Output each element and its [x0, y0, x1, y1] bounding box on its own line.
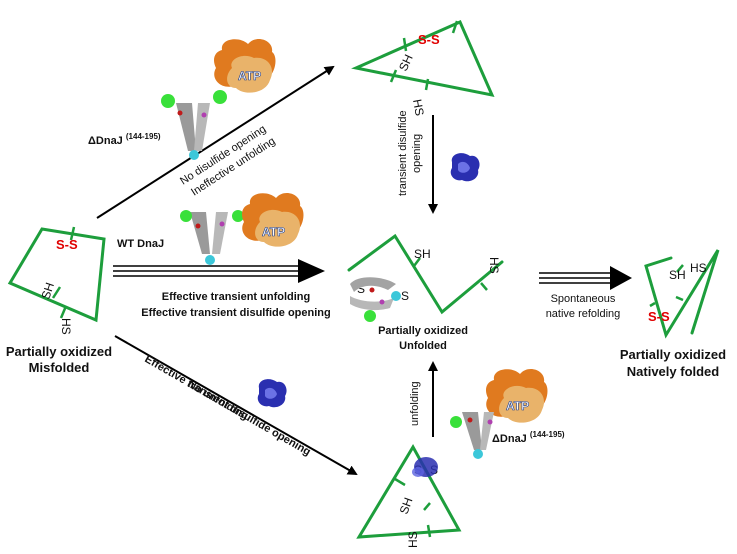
thiol-label: S [357, 282, 365, 296]
thiol-label: SH [397, 496, 416, 516]
thiol-label: HS [406, 531, 420, 548]
thiol-label: SH [396, 52, 416, 73]
top-protein: S-S SH HS [351, 20, 495, 117]
dnaj-bound-icon [350, 277, 401, 322]
up-path-label: unfolding [409, 381, 421, 426]
arrow-refold-path [539, 266, 632, 290]
oxidoreductase-icon [450, 153, 480, 182]
middle-enzyme-label: WT DnaJ [117, 238, 164, 250]
bottom-path-label: No unfolding [186, 378, 251, 422]
disulfide-label: S-S [56, 237, 78, 252]
thiol-label: HS [59, 318, 73, 335]
hsp70-atp-icon: ATP [242, 192, 304, 247]
dnaj-dimer-icon [161, 90, 227, 160]
top-enzyme-label: ΔDnaJ (144-195) [88, 132, 161, 147]
thiol-label: HS [410, 98, 427, 117]
refold-path-label: native refolding [546, 308, 621, 320]
bottom-protein: SH HS S S [356, 443, 462, 548]
arrow-bottom-path [114, 335, 358, 475]
hsp70-atp-icon: ATP [214, 38, 276, 93]
oxidoreductase-icon [257, 379, 287, 408]
state-label-misfolded: Misfolded [29, 360, 90, 375]
native-protein: SH HS S-S [644, 249, 720, 339]
oxidoreductase-icon [412, 457, 438, 477]
arrow-top-path [96, 65, 335, 219]
wt-dnaj-dimer-icon [180, 210, 244, 265]
arrow-middle-path [113, 259, 325, 283]
down-path-label: opening [411, 134, 423, 173]
svg-text:ATP: ATP [506, 399, 529, 413]
middle-path-label: Effective transient unfolding [162, 291, 311, 303]
svg-text:ATP: ATP [238, 69, 261, 83]
disulfide-label: S-S [418, 32, 440, 47]
state-label-unfolded: Unfolded [399, 340, 447, 352]
state-label-unfolded: Partially oxidized [378, 325, 468, 337]
thiol-label: SH [414, 247, 431, 261]
state-label-native: Partially oxidized [620, 347, 726, 362]
state-label-misfolded: Partially oxidized [6, 344, 112, 359]
thiol-label: S [401, 289, 409, 303]
middle-path-label: Effective transient disulfide opening [141, 307, 330, 319]
unfolded-protein: SH HS S S [347, 233, 504, 315]
thiol-label: SH [39, 281, 57, 301]
dnaj-dimer-icon [450, 412, 494, 459]
thiol-label: HS [690, 261, 707, 275]
up-enzyme-label: ΔDnaJ (144-195) [492, 430, 565, 445]
svg-text:ATP: ATP [262, 225, 285, 239]
state-label-native: Natively folded [627, 364, 720, 379]
hsp70-atp-icon: ATP [486, 368, 548, 423]
thiol-label: HS [487, 257, 501, 274]
misfolded-protein: S-S SH HS [7, 226, 106, 335]
disulfide-label: S-S [648, 309, 670, 324]
thiol-label: SH [669, 268, 686, 282]
down-path-label: transient disulfide [397, 110, 409, 196]
refold-path-label: Spontaneous [551, 293, 616, 305]
